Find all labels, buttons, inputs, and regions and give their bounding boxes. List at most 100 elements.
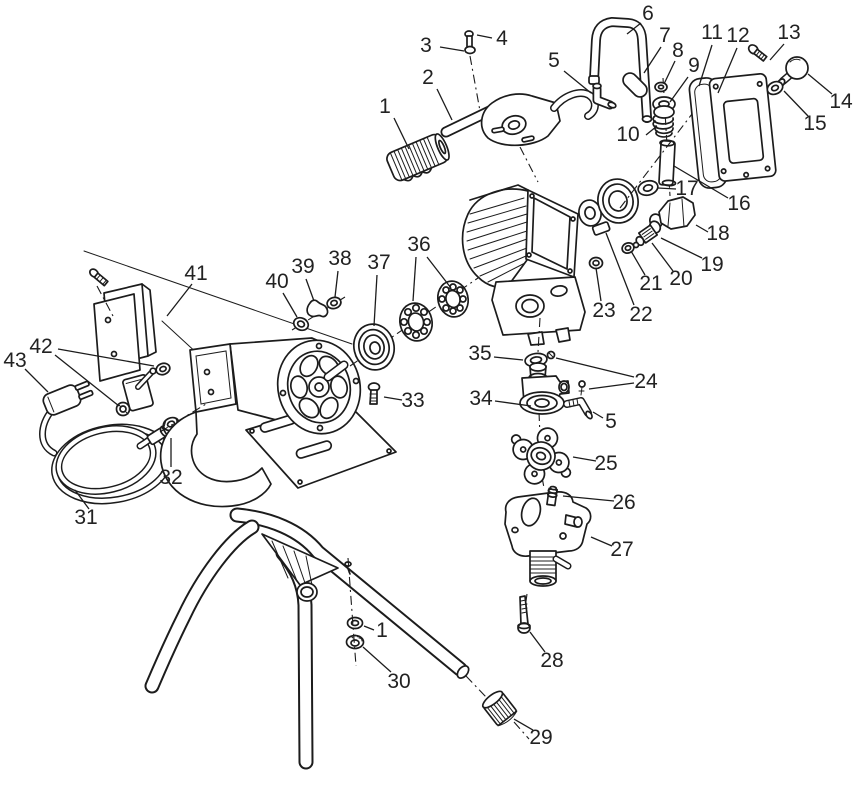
callout-leader-17 — [657, 187, 677, 190]
callout-label-21: 21 — [639, 272, 662, 295]
callout-label-3: 3 — [420, 34, 432, 57]
callout-leader-5 — [563, 70, 592, 94]
mounting-bracket-part-41 — [93, 283, 157, 382]
cam-part-37 — [352, 323, 396, 371]
callout-leader-20 — [651, 242, 674, 272]
fitting-part-26 — [546, 485, 559, 507]
callout-label-39: 39 — [291, 255, 314, 278]
callout-label-5: 5 — [548, 49, 560, 72]
pump-head-part-34 — [519, 362, 570, 415]
callout-label-7: 7 — [659, 24, 671, 47]
callout-label-18: 18 — [706, 222, 729, 245]
callout-label-37: 37 — [367, 251, 390, 274]
elbow-part-5b — [563, 397, 593, 420]
callout-label-20: 20 — [669, 267, 692, 290]
cover-plate-part-12 — [708, 72, 777, 182]
callout-label-25: 25 — [594, 452, 617, 475]
callout-leader-30 — [362, 646, 392, 673]
motor-rear-box — [189, 343, 237, 413]
callout-label-41: 41 — [184, 262, 207, 285]
callout-label-4: 4 — [496, 27, 508, 50]
callout-label-8: 8 — [672, 39, 684, 62]
screw-part-3-4 — [464, 30, 476, 55]
callout-leader-13 — [769, 43, 785, 61]
electric-motor — [159, 337, 397, 508]
callout-label-6: 6 — [642, 2, 654, 25]
handle-grip-part-1 — [386, 133, 450, 182]
callout-label-19: 19 — [700, 253, 723, 276]
callout-leader-3 — [439, 46, 465, 52]
callout-label-13: 13 — [777, 21, 800, 44]
callout-label-9: 9 — [688, 54, 700, 77]
callout-leader-10 — [645, 125, 658, 136]
callout-label-34: 34 — [469, 387, 493, 410]
elbow-part-5 — [592, 82, 617, 110]
wedge-part-22 — [591, 221, 611, 236]
nut-part-8 — [654, 81, 668, 93]
callout-label-36: 36 — [407, 233, 430, 256]
callout-leader-9 — [669, 76, 689, 103]
bracket-screw — [89, 268, 109, 287]
callout-label-22: 22 — [629, 303, 652, 326]
callout-leader-8 — [663, 60, 676, 85]
frame-washer-part-1 — [346, 616, 364, 630]
power-cord-part-31 — [39, 406, 173, 505]
callout-leader-16 — [673, 165, 729, 199]
valve-part-19-20 — [632, 220, 662, 249]
switch-nut — [155, 362, 171, 376]
frame-pivot-sleeve — [296, 582, 318, 602]
callout-leader-40 — [282, 292, 298, 318]
callout-leader-25 — [572, 456, 597, 462]
callout-label-17: 17 — [675, 177, 698, 200]
callout-label-38: 38 — [328, 247, 351, 270]
callout-label-2: 2 — [422, 66, 434, 89]
callout-leader-27 — [590, 536, 613, 547]
callout-label-23: 23 — [592, 299, 615, 322]
motor-rotor — [289, 354, 349, 420]
washer-part-21 — [621, 242, 635, 254]
callout-label-27: 27 — [610, 538, 633, 561]
callout-label-1: 1 — [379, 95, 391, 118]
bearing-part-36a — [398, 302, 434, 342]
callout-leader-1 — [393, 117, 410, 150]
callout-leader-6 — [626, 22, 642, 35]
callout-leader-19 — [660, 237, 703, 259]
screw-part-33 — [367, 382, 381, 405]
switch-grommet — [115, 401, 131, 417]
callout-leader-21 — [630, 250, 646, 276]
frame-nut-part-30 — [345, 634, 365, 650]
callout-leader-36 — [426, 256, 452, 289]
spring-part-10 — [652, 115, 674, 138]
bearing-ring — [578, 178, 639, 227]
callout-label-43: 43 — [3, 349, 26, 372]
callout-leader-5 — [592, 411, 604, 419]
washer-part-40 — [292, 316, 310, 332]
callout-label-35: 35 — [468, 342, 491, 365]
callout-label-33: 33 — [401, 389, 424, 412]
callout-label-16: 16 — [727, 192, 750, 215]
callout-label-5: 5 — [605, 410, 617, 433]
callout-leader-14 — [807, 73, 833, 95]
callout-label-40: 40 — [265, 270, 288, 293]
callout-label-1: 1 — [376, 619, 388, 642]
callout-leader-43 — [24, 368, 49, 393]
callout-leader-35 — [493, 356, 524, 361]
nut-part-38 — [326, 296, 342, 310]
callout-leader-4 — [476, 34, 493, 39]
callout-label-32: 32 — [159, 466, 182, 489]
callout-label-11: 11 — [701, 21, 723, 44]
callout-leader-31 — [74, 489, 90, 510]
callout-leader-42 — [54, 354, 120, 407]
washer-part-15 — [766, 80, 784, 96]
bearing-part-36b — [436, 280, 470, 318]
suction-tube-part-6 — [588, 17, 653, 123]
cup-washer-part-17 — [637, 179, 659, 197]
callout-leader-26 — [562, 495, 615, 502]
callout-leader-29 — [513, 718, 534, 731]
callout-leader-33 — [383, 396, 403, 401]
callout-leader-34 — [494, 400, 532, 407]
clip-part-39 — [306, 299, 329, 318]
screw-part-13 — [747, 44, 768, 62]
